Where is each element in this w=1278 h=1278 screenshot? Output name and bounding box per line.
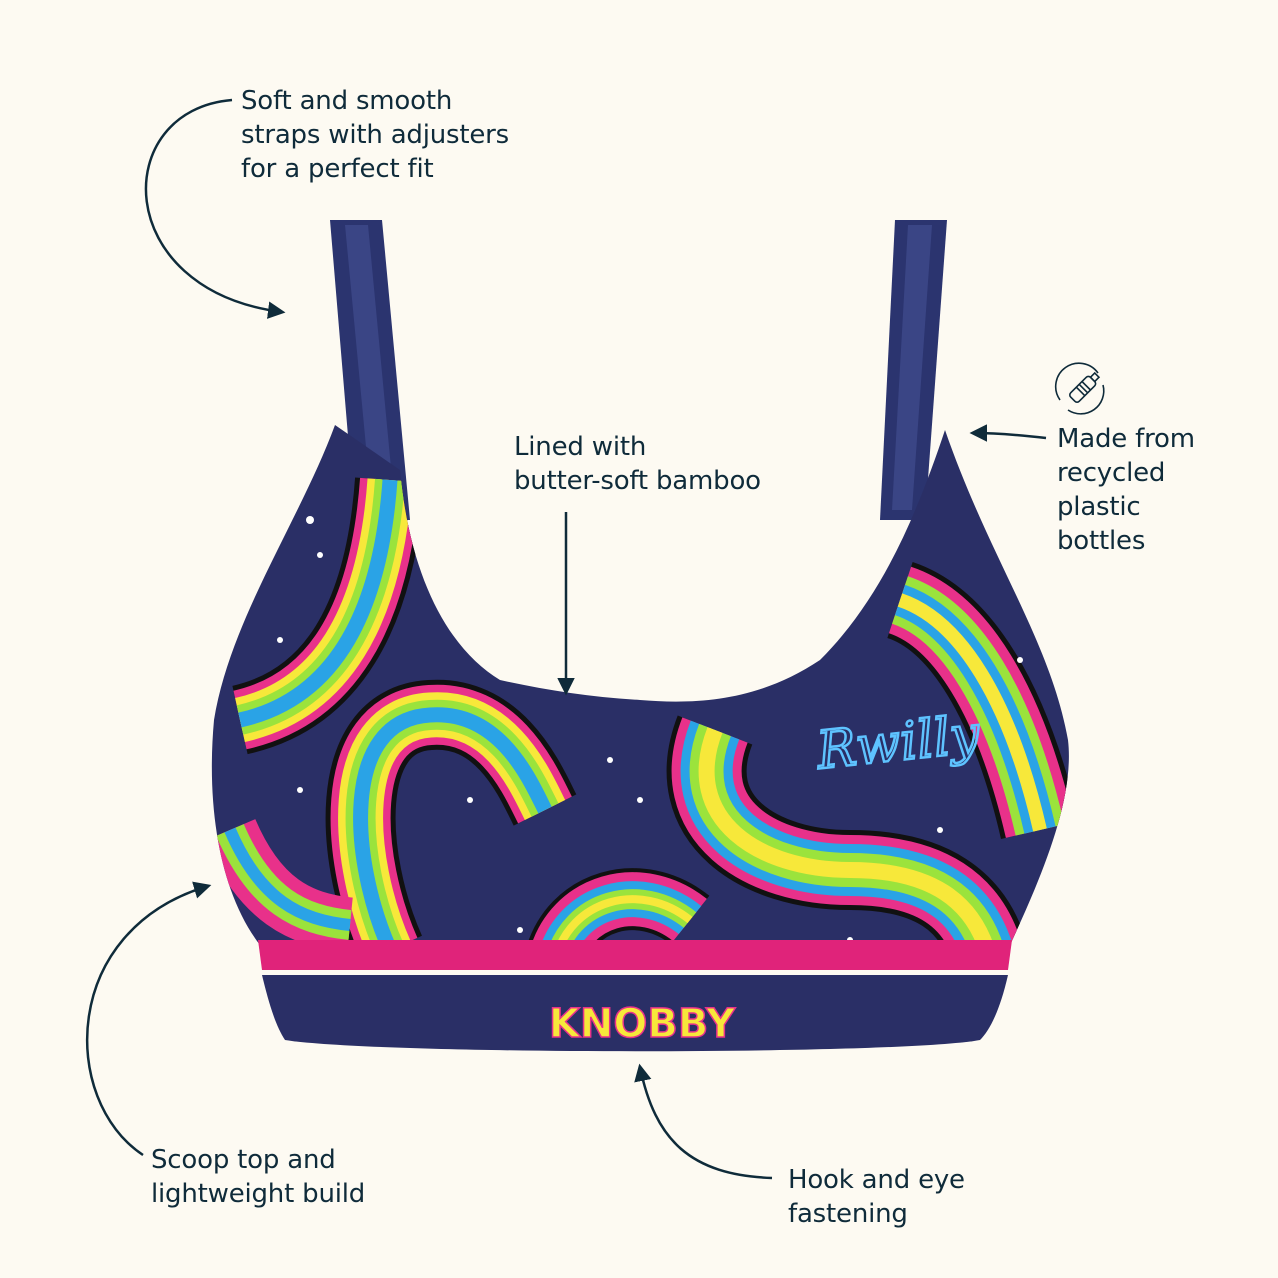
- rainbow-print: [211, 477, 1069, 945]
- callout-line: Scoop top and: [151, 1145, 336, 1175]
- underband: [258, 940, 1012, 1052]
- callout-line: Soft and smooth: [241, 86, 453, 116]
- callout-line: butter-soft bamboo: [514, 466, 761, 496]
- right-strap: [880, 220, 947, 520]
- callout-line: Lined with: [514, 432, 647, 462]
- straps-arrow: [144, 98, 286, 319]
- callout-line: for a perfect fit: [241, 154, 434, 184]
- recycled-bottle-icon: [1054, 362, 1105, 415]
- callout-recycled: Made from recycled plastic bottles: [1057, 422, 1195, 558]
- callout-lining: Lined with butter-soft bamboo: [514, 430, 761, 498]
- callout-line: Made from: [1057, 424, 1195, 454]
- callout-line: fastening: [788, 1199, 908, 1229]
- callout-fastening: Hook and eye fastening: [788, 1163, 965, 1231]
- callout-line: straps with adjusters: [241, 120, 510, 150]
- bra-body: [211, 425, 1069, 945]
- scoop-arrow: [85, 881, 212, 1157]
- callout-line: lightweight build: [151, 1179, 366, 1209]
- callout-line: recycled: [1057, 458, 1166, 488]
- callout-scoop: Scoop top and lightweight build: [151, 1143, 365, 1211]
- callout-line: plastic: [1057, 492, 1141, 522]
- fastening-arrow: [634, 1063, 773, 1180]
- callout-straps: Soft and smooth straps with adjusters fo…: [241, 84, 509, 186]
- brand-logo: KNOBBY: [549, 1001, 736, 1047]
- recycled-arrow: [969, 424, 1047, 442]
- callout-line: Hook and eye: [788, 1165, 965, 1195]
- callout-arrows: [85, 98, 1047, 1180]
- callout-line: bottles: [1057, 526, 1146, 556]
